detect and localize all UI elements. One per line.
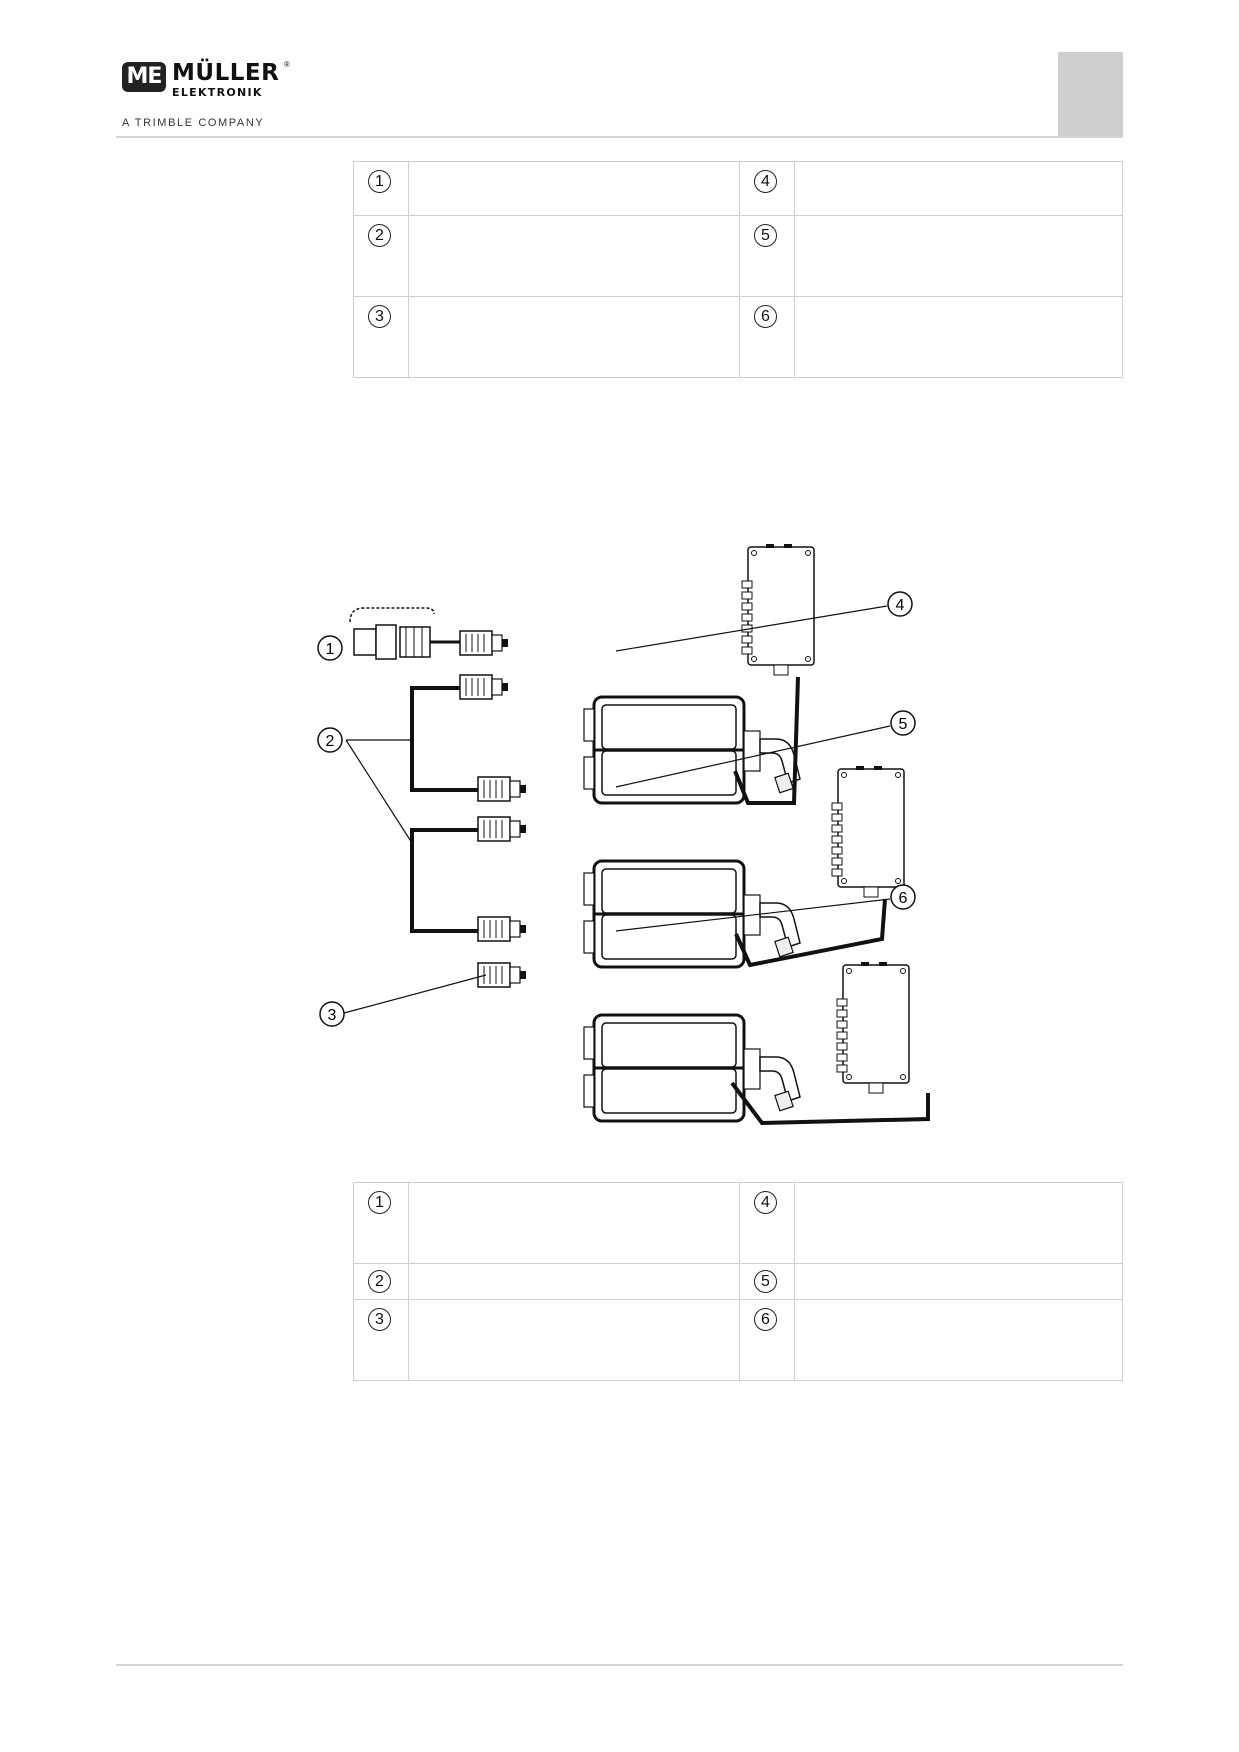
legend-table-top: 1 4 2 5 3 6 bbox=[353, 161, 1123, 378]
legend-row: 2 5 bbox=[353, 215, 1123, 297]
callout-number: 6 bbox=[754, 305, 777, 328]
tractor-connector bbox=[349, 607, 460, 660]
legend-description bbox=[794, 1263, 1123, 1300]
callout-number: 1 bbox=[368, 1191, 391, 1214]
callout-number: 3 bbox=[368, 305, 391, 328]
plug-top-out bbox=[459, 674, 509, 700]
distribution-box-2 bbox=[831, 765, 905, 898]
logo-tagline: A TRIMBLE COMPANY bbox=[122, 117, 265, 129]
legend-description bbox=[408, 1263, 740, 1300]
legend-description bbox=[408, 296, 740, 378]
logo-brand: MÜLLER bbox=[172, 60, 280, 86]
header-divider bbox=[116, 136, 1123, 138]
plug-mid-out bbox=[477, 816, 527, 842]
legend-row: 3 6 bbox=[353, 296, 1123, 378]
callout-label: 5 bbox=[899, 716, 908, 733]
callout-number: 4 bbox=[754, 170, 777, 193]
cable-box-3 bbox=[730, 1081, 930, 1126]
company-logo: ME MÜLLER ® ELEKTRONIK A TRIMBLE COMPANY bbox=[122, 60, 292, 130]
plug-mid-in bbox=[477, 776, 527, 802]
logo-subtitle: ELEKTRONIK bbox=[172, 86, 263, 99]
legend-description bbox=[408, 215, 740, 297]
callout-5: 5 bbox=[890, 710, 916, 736]
distribution-box-3 bbox=[836, 961, 910, 1094]
wiring-diagram: 1 2 3 4 5 6 bbox=[317, 543, 930, 1126]
legend-description bbox=[408, 161, 740, 216]
callout-number: 2 bbox=[368, 224, 391, 247]
isobus-cable-1 bbox=[410, 686, 478, 792]
callout-label: 1 bbox=[326, 641, 335, 658]
callout-3: 3 bbox=[319, 1001, 345, 1027]
cable-box-1 bbox=[733, 676, 800, 805]
job-computer-3 bbox=[582, 1013, 802, 1123]
legend-table-bottom: 1 4 2 5 3 6 bbox=[353, 1182, 1123, 1381]
footer-divider bbox=[116, 1664, 1123, 1666]
legend-description bbox=[408, 1182, 740, 1264]
distribution-box-1 bbox=[741, 543, 815, 676]
callout-label: 3 bbox=[328, 1007, 337, 1024]
legend-description bbox=[794, 215, 1123, 297]
legend-row: 1 4 bbox=[353, 161, 1123, 216]
callout-number: 4 bbox=[754, 1191, 777, 1214]
legend-row: 2 5 bbox=[353, 1263, 1123, 1300]
legend-description bbox=[794, 1182, 1123, 1264]
plug-bottom-in bbox=[477, 916, 527, 942]
callout-label: 2 bbox=[326, 733, 335, 750]
callout-label: 4 bbox=[896, 597, 905, 614]
legend-description bbox=[408, 1299, 740, 1381]
callout-number: 6 bbox=[754, 1308, 777, 1331]
chapter-tab bbox=[1058, 52, 1123, 137]
callout-1: 1 bbox=[317, 635, 343, 661]
legend-row: 3 6 bbox=[353, 1299, 1123, 1381]
callout-number: 3 bbox=[368, 1308, 391, 1331]
callout-leaders bbox=[343, 605, 891, 1014]
callout-6: 6 bbox=[890, 884, 916, 910]
callout-2: 2 bbox=[317, 727, 343, 753]
cable-box-2 bbox=[734, 898, 887, 968]
callout-number: 2 bbox=[368, 1270, 391, 1293]
callout-number: 5 bbox=[754, 224, 777, 247]
job-computer-2 bbox=[582, 859, 802, 969]
isobus-cable-2 bbox=[410, 828, 478, 933]
plug-top bbox=[459, 630, 509, 656]
callout-number: 5 bbox=[754, 1270, 777, 1293]
logo-registered-mark: ® bbox=[284, 60, 290, 69]
legend-row: 1 4 bbox=[353, 1182, 1123, 1264]
callout-label: 6 bbox=[899, 890, 908, 907]
legend-description bbox=[794, 296, 1123, 378]
callout-4: 4 bbox=[887, 591, 913, 617]
legend-description bbox=[794, 161, 1123, 216]
logo-badge: ME bbox=[122, 62, 166, 92]
legend-description bbox=[794, 1299, 1123, 1381]
callout-number: 1 bbox=[368, 170, 391, 193]
